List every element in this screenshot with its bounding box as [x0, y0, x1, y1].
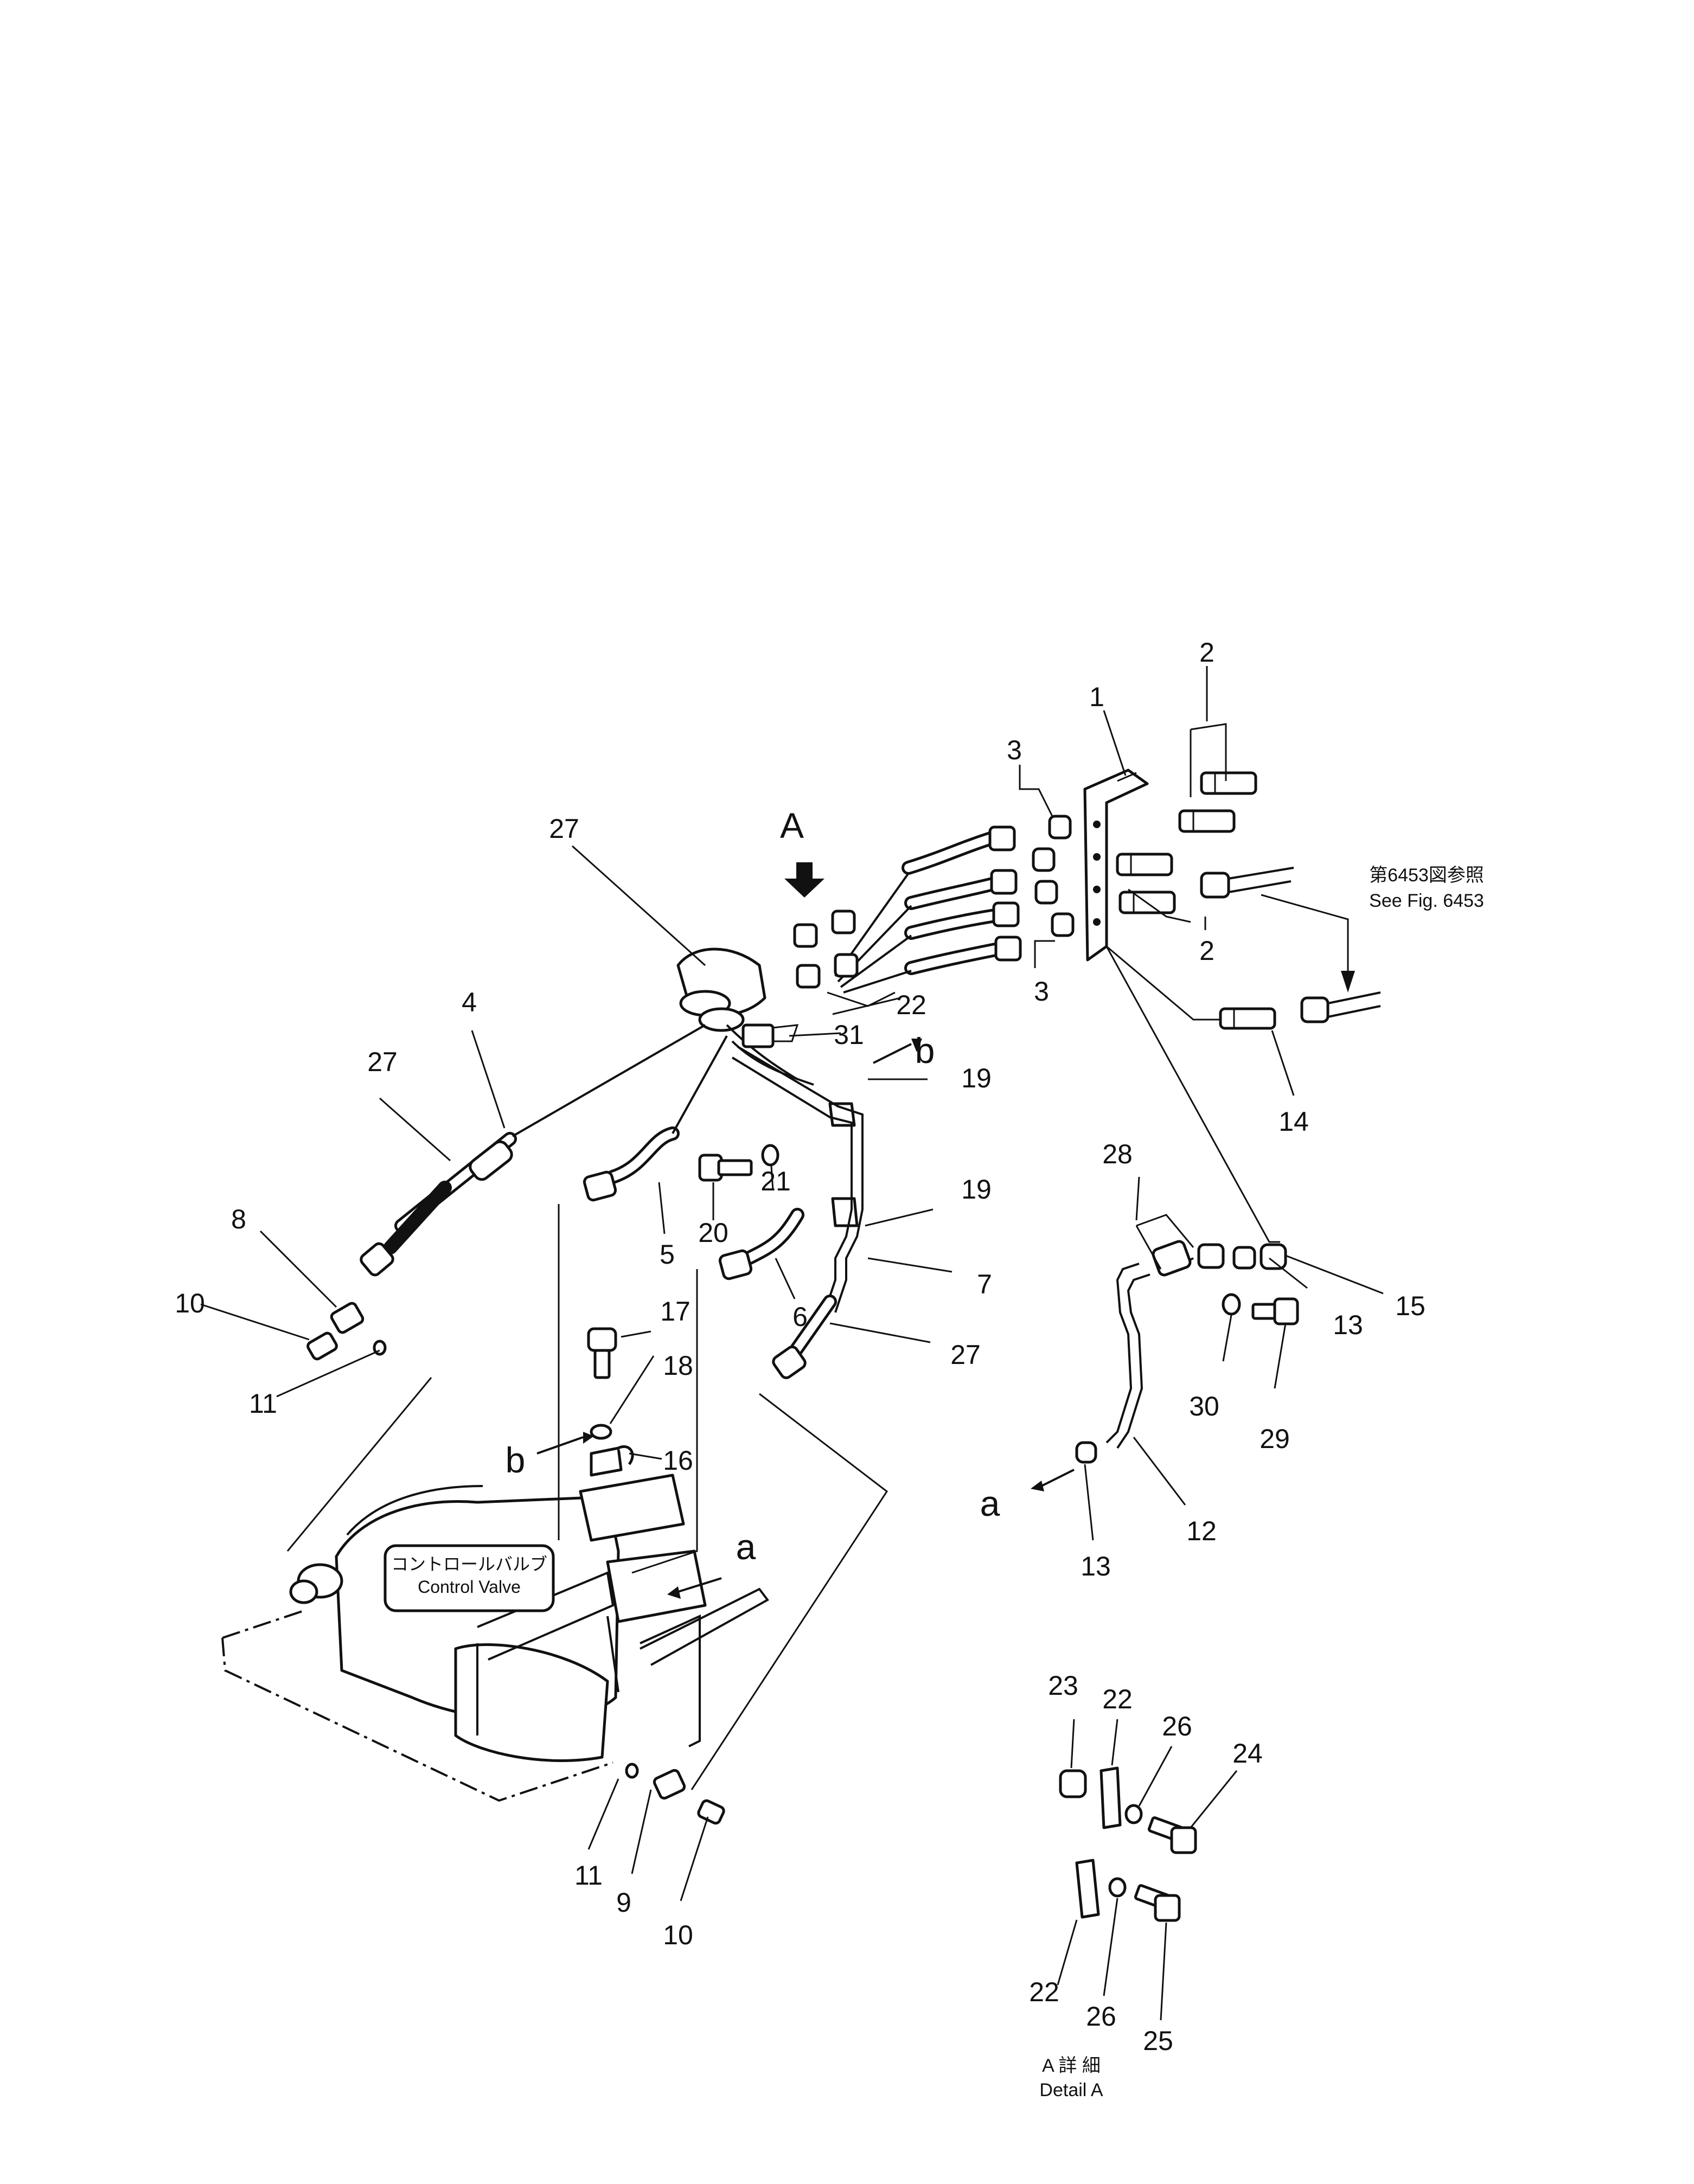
callout-5: 5: [660, 1239, 675, 1270]
callout-10-bottom: 10: [663, 1920, 693, 1950]
control-valve-label-jp: コントロールバルブ: [391, 1554, 547, 1574]
callout-16: 16: [663, 1445, 693, 1476]
callout-30: 30: [1189, 1391, 1219, 1421]
callout-15: 15: [1395, 1291, 1425, 1321]
callout-12: 12: [1186, 1516, 1217, 1546]
hose-6: [718, 1208, 804, 1280]
callout-22-detail-top: 22: [1102, 1684, 1133, 1714]
callout-2-top: 2: [1199, 637, 1214, 668]
hose-bundle-upper: [834, 825, 1022, 994]
callout-24: 24: [1232, 1738, 1263, 1769]
callout-10-left: 10: [175, 1288, 205, 1318]
hose-4: [360, 1024, 706, 1277]
b-arrow-lower: [536, 1432, 594, 1455]
callout-11-left: 11: [249, 1388, 277, 1419]
callout-23: 23: [1048, 1670, 1078, 1701]
pipe-connection-see-fig: [1200, 867, 1381, 1023]
see-fig-note-jp: 第6453図参照: [1369, 865, 1484, 886]
callout-6: 6: [792, 1302, 808, 1332]
hose-5: [583, 1035, 728, 1202]
callout-31: 31: [834, 1020, 864, 1050]
callout-18: 18: [663, 1350, 693, 1381]
callout-9: 9: [616, 1887, 631, 1918]
bracket-1: [1083, 768, 1149, 962]
control-valve: コントロールバルブ Control Valve: [289, 1474, 707, 1762]
detail-a-title-jp: A 詳 細: [1042, 2055, 1101, 2076]
callout-27-right: 27: [950, 1340, 981, 1370]
arrow-label-a-lower: a: [736, 1527, 756, 1567]
protector-27-upper: [676, 947, 814, 1086]
callout-4: 4: [462, 987, 477, 1017]
nuts-3: [1032, 815, 1075, 937]
callout-19-upper: 19: [961, 1063, 992, 1093]
see-fig-note-en: See Fig. 6453: [1369, 891, 1484, 911]
a-arrow-lower: [667, 1577, 722, 1599]
pipe-7: [731, 1046, 864, 1379]
view-label-a: A: [780, 805, 804, 846]
callout-29: 29: [1260, 1424, 1290, 1454]
callout-13-right: 13: [1333, 1310, 1363, 1340]
clamp-19-upper: [828, 1102, 859, 1227]
view-a-arrow: [784, 862, 824, 898]
detail-a: [1059, 1766, 1197, 1922]
callout-7: 7: [977, 1269, 992, 1299]
bolt-20: [698, 1144, 779, 1182]
callout-27-top: 27: [549, 814, 579, 844]
callout-26-top: 26: [1162, 1711, 1192, 1741]
notes: 第6453図参照 See Fig. 6453 A 詳 細 Detail A: [1039, 865, 1484, 2100]
callout-20: 20: [698, 1218, 728, 1248]
callout-13-lower: 13: [1081, 1551, 1111, 1581]
control-valve-label-en: Control Valve: [418, 1577, 521, 1597]
pipe-12: [1031, 946, 1299, 1491]
callout-27-left: 27: [367, 1047, 398, 1077]
callout-2-mid: 2: [1199, 936, 1214, 966]
fittings-2: [1116, 723, 1257, 923]
callout-numbers: 2 1 3 2 3 14 A 27 22 31 b 19 19 7 27 4 2…: [175, 637, 1425, 2056]
detail-a-title-en: Detail A: [1039, 2080, 1103, 2100]
fitting-8: [306, 1302, 387, 1361]
callout-19-lower: 19: [961, 1174, 992, 1205]
base-plate: [221, 1587, 769, 1802]
leader-lines: [200, 666, 1384, 2021]
bolt-17-clamp-16: [587, 1327, 634, 1477]
callout-11-bottom: 11: [574, 1860, 603, 1891]
callout-22-main: 22: [896, 990, 926, 1020]
part-31: [741, 1023, 799, 1048]
arrow-label-b-upper: b: [915, 1030, 935, 1071]
clamps-22: [793, 910, 896, 1007]
callout-17: 17: [660, 1296, 691, 1327]
arrow-label-b-lower: b: [506, 1440, 526, 1480]
b-arrow-upper: [873, 1039, 922, 1064]
callout-3-bottom: 3: [1034, 976, 1049, 1007]
connector-14: [1106, 945, 1276, 1030]
callout-21: 21: [760, 1166, 791, 1196]
callout-28: 28: [1102, 1139, 1133, 1169]
callout-8: 8: [231, 1204, 246, 1234]
callout-3-top: 3: [1007, 735, 1022, 765]
fitting-9: [625, 1763, 725, 1825]
callout-22-detail-bottom: 22: [1029, 1977, 1059, 2007]
callout-26-bottom: 26: [1086, 2001, 1116, 2032]
arrow-label-a-right: a: [980, 1483, 1000, 1523]
callout-25: 25: [1143, 2026, 1173, 2056]
callout-14: 14: [1279, 1106, 1309, 1137]
callout-1: 1: [1089, 682, 1104, 712]
